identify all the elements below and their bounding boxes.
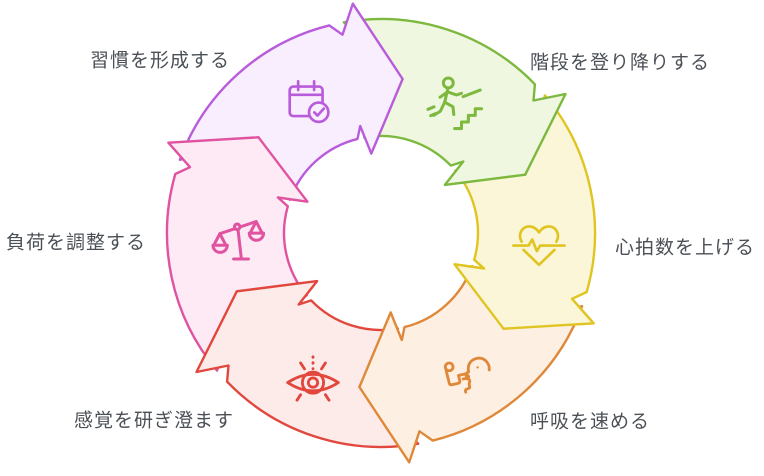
cycle-arrow-segment-5 — [165, 136, 309, 372]
balance-scale-icon — [205, 207, 271, 273]
cycle-arrow-segment-4 — [195, 279, 420, 449]
cycle-arrow-segment-2-head — [453, 258, 595, 330]
eye-focus-icon — [282, 349, 344, 411]
cycle-arrow-segment-1 — [342, 17, 567, 187]
step-label-adjust-load: 負荷を調整する — [5, 232, 147, 254]
cycle-arrow-segment-3 — [358, 265, 584, 464]
step-label-raise-heart-rate: 心拍数を上げる — [614, 237, 756, 259]
heart-pulse-icon — [510, 217, 568, 275]
step-label-climb-stairs: 階段を登り降りする — [529, 52, 711, 74]
person-climbing-stairs-icon — [423, 73, 489, 139]
cycle-arrow-segment-0 — [178, 2, 404, 201]
step-label-sharpen-senses: 感覚を研ぎ澄ます — [73, 410, 235, 432]
calendar-check-icon — [281, 75, 339, 133]
inhaler-breathing-face-icon — [436, 348, 498, 410]
step-label-speed-breathing: 呼吸を速める — [529, 411, 651, 433]
step-label-form-habits: 習慣を形成する — [89, 50, 231, 72]
